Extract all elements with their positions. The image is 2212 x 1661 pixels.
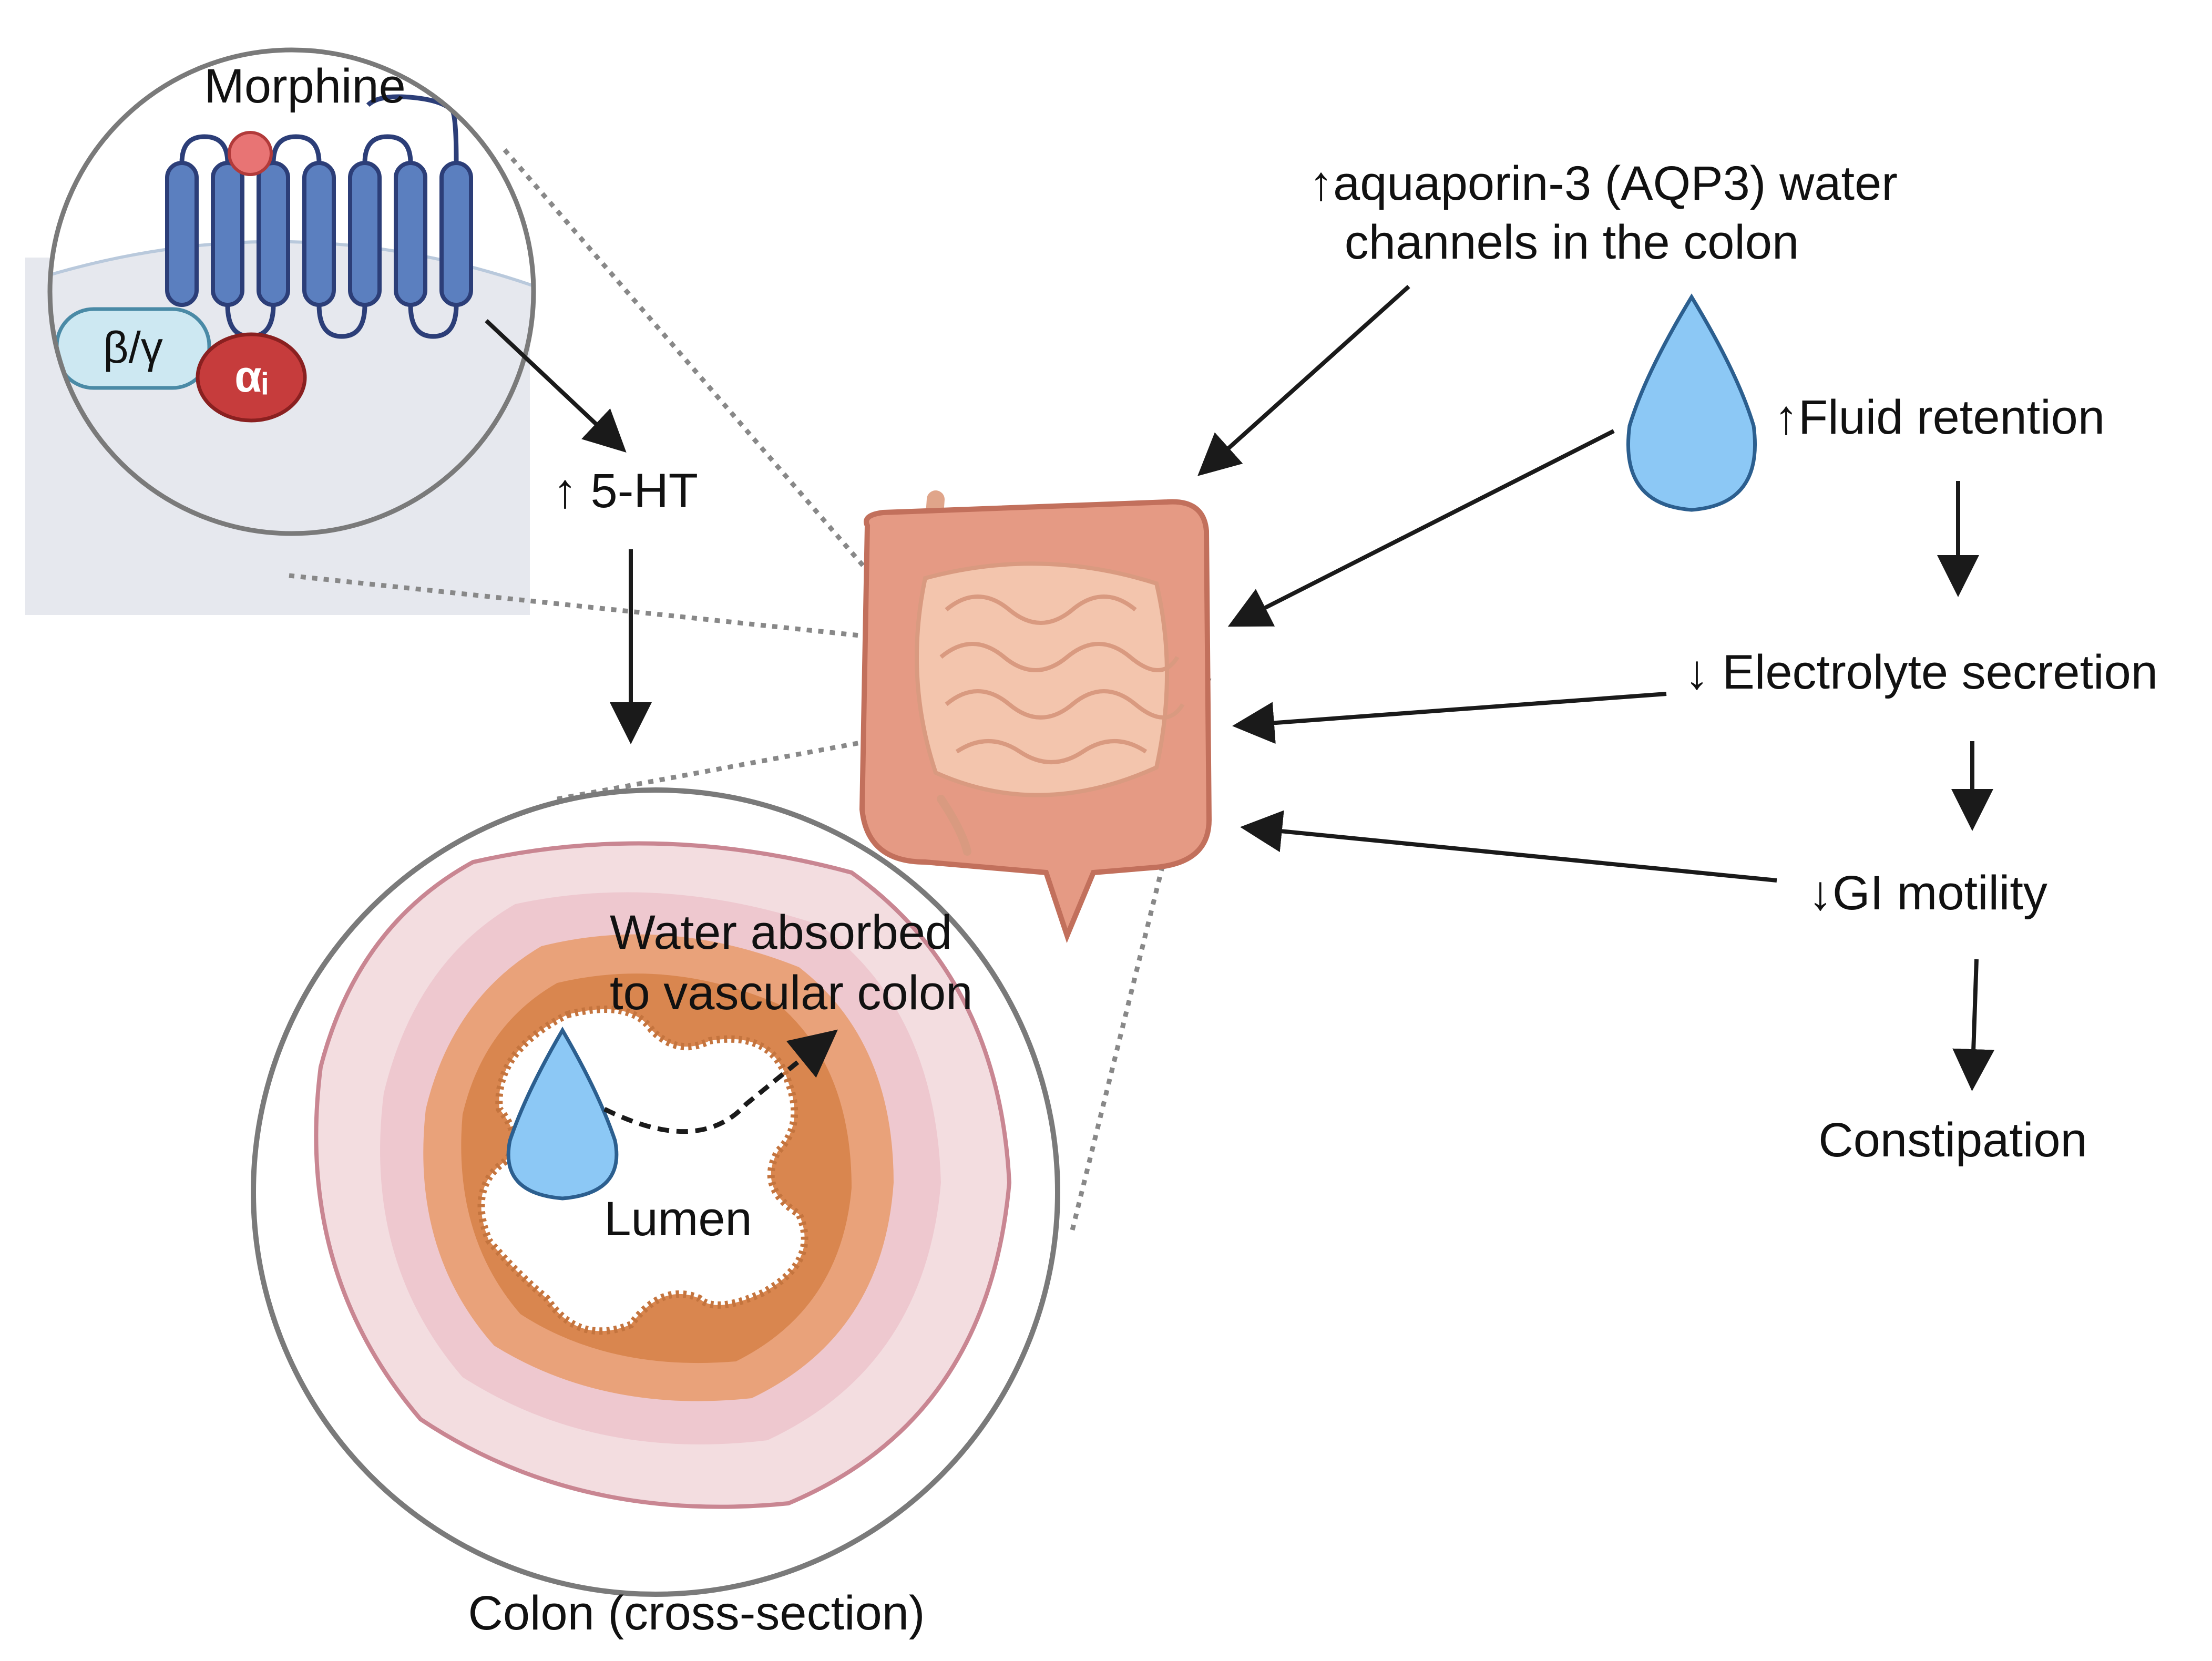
colon-zoom-circle (251, 787, 1060, 1597)
serotonin-group: ↑ 5-HT (485, 319, 698, 744)
small-intestine (915, 561, 1169, 797)
colon-cross-section: Water absorbed to vascular colon Lumen C… (251, 787, 1060, 1640)
constipation-label: Constipation (1818, 1113, 2087, 1167)
alpha-i-label: αᵢ (234, 352, 268, 401)
zoom-lines (289, 148, 1212, 1231)
aqp3-arrow (1197, 285, 1410, 476)
water-absorption-arrow (603, 1029, 838, 1134)
fluid-group: ↑Fluid retention (1227, 293, 2105, 627)
aqp3-label-line1: ↑aquaporin-3 (AQP3) water (1309, 157, 1898, 210)
opioid-receptor (165, 161, 473, 307)
alpha-i-subunit (196, 332, 307, 423)
motility-to-constipation-arrow (1952, 959, 1995, 1091)
serotonin-label: ↑ 5-HT (553, 464, 698, 518)
electrolyte-label: ↓ Electrolyte secretion (1685, 645, 2158, 699)
receptor-to-serotonin-arrow (485, 319, 627, 453)
aqp3-label-line2: channels in the colon (1345, 216, 1799, 269)
fluid-droplet-icon (1626, 293, 1757, 512)
electrolyte-to-intestine-arrow (1232, 692, 1667, 744)
water-absorbed-label-2: to vascular colon (610, 966, 972, 1020)
fluid-retention-label: ↑Fluid retention (1774, 391, 2105, 444)
aqp3-group: ↑aquaporin-3 (AQP3) water channels in th… (1197, 157, 1898, 476)
motility-to-intestine-arrow (1240, 810, 1777, 883)
motility-group: ↓GI motility (1240, 810, 2047, 1091)
intestine-illustration (859, 490, 1212, 944)
appendix (937, 795, 971, 856)
cell-membrane (50, 240, 534, 296)
water-absorbed-label-1: Water absorbed (610, 906, 952, 959)
small-intestine-coils (939, 594, 1185, 764)
receptor-panel: β/γ αᵢ Morphine (25, 47, 536, 615)
morphine-ligand (228, 131, 273, 176)
gi-motility-label: ↓GI motility (1808, 866, 2047, 920)
beta-gamma-label: β/γ (103, 323, 163, 372)
electrolyte-group: ↓ Electrolyte secretion (1232, 645, 2158, 831)
lumen-label: Lumen (604, 1192, 752, 1246)
receptor-zoom-circle (47, 47, 536, 536)
morphine-label: Morphine (204, 59, 406, 113)
water-droplet-lumen (506, 1027, 619, 1201)
colon-cross-section-label: Colon (cross-section) (468, 1586, 925, 1640)
fluid-to-intestine-arrow (1227, 429, 1615, 627)
